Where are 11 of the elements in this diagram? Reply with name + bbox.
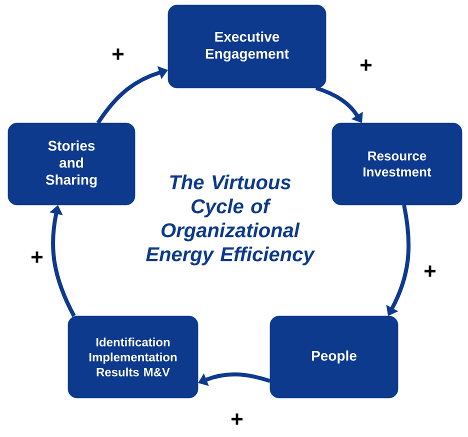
process-box: Executive Engagement	[168, 4, 326, 88]
edge-label: +	[232, 414, 243, 425]
cycle-title: The Virtuous Cycle of Organizational Energy Efficiency	[146, 174, 316, 266]
process-box: Stories and Sharing	[8, 122, 136, 206]
edge-label: +	[112, 48, 124, 60]
edge-label: +	[32, 252, 43, 263]
edge-label: +	[424, 266, 436, 277]
process-box: Resource Investment	[332, 122, 462, 206]
edge-label: +	[360, 60, 372, 71]
process-box: People	[270, 316, 398, 398]
process-box: Identification Implementation Results M&V	[68, 316, 198, 398]
